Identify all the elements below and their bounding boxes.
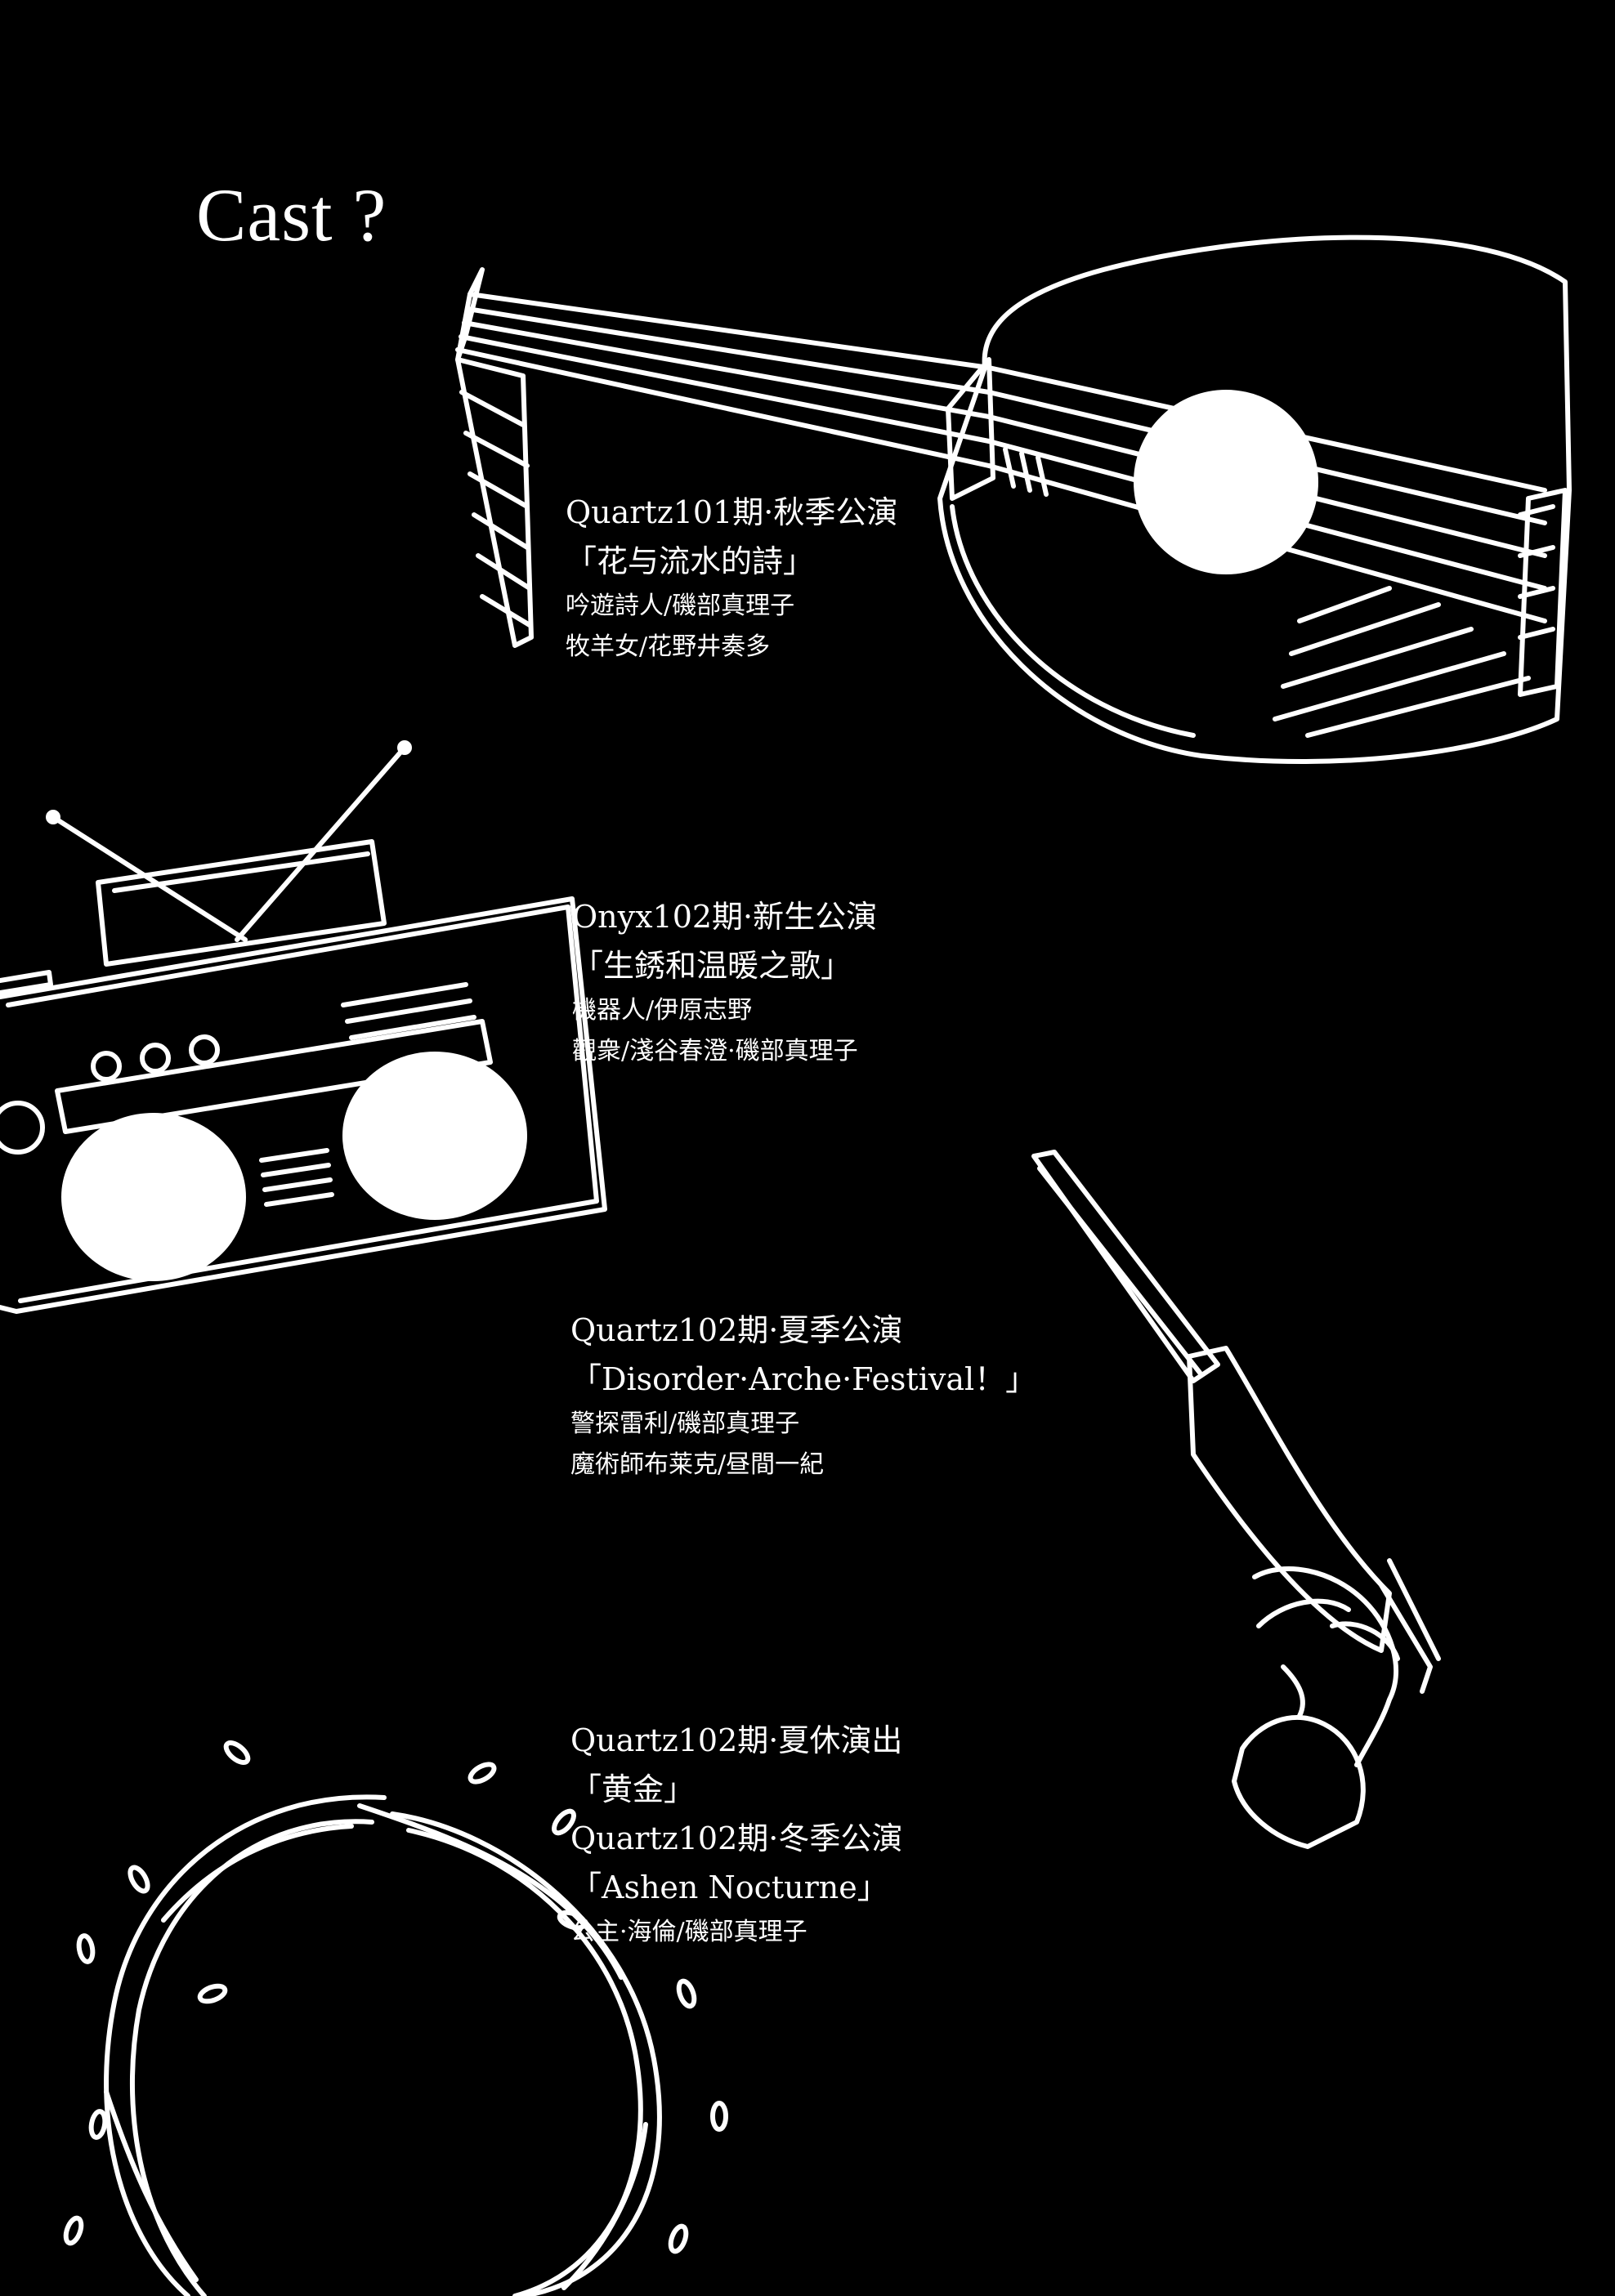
- work-title: 「黄金」: [570, 1771, 696, 1807]
- performance-title: Quartz102期·冬季公演: [570, 1820, 903, 1856]
- work-title: 「花与流水的詩」: [566, 543, 815, 579]
- performance-title: Quartz102期·夏休演出: [570, 1722, 903, 1758]
- work-title: 「Ashen Nocturne」: [570, 1869, 888, 1905]
- performance-title: Onyx102期·新生公演: [572, 899, 878, 935]
- cast-entry: 公主·海倫/磯部真理子: [570, 1918, 808, 1946]
- cast-entry: 吟遊詩人/磯部真理子: [566, 592, 795, 620]
- cast-entry: 機器人/伊原志野: [572, 996, 753, 1025]
- thorn-wreath-illustration: [63, 1740, 728, 2296]
- cast-entry: 牧羊女/花野井奏多: [566, 632, 771, 661]
- cast-entry: 警探雷利/磯部真理子: [570, 1409, 800, 1438]
- cast-block-4: Quartz102期·夏休演出 「黄金」 Quartz102期·冬季公演 「As…: [570, 1716, 902, 1953]
- cast-block-2: Onyx102期·新生公演 「生銹和温暖之歌」 機器人/伊原志野 觀衆/淺谷春澄…: [572, 892, 877, 1072]
- cast-block-1: Quartz101期·秋季公演 「花与流水的詩」 吟遊詩人/磯部真理子 牧羊女/…: [566, 488, 897, 668]
- lute-illustration: [455, 235, 1572, 765]
- performance-title: Quartz101期·秋季公演: [566, 494, 898, 530]
- revolver-illustration: [1031, 1150, 1441, 1849]
- work-title: 「生銹和温暖之歌」: [572, 948, 852, 984]
- performance-title: Quartz102期·夏季公演: [570, 1312, 903, 1348]
- page-title: Cast ?: [196, 173, 387, 257]
- boombox-illustration: [0, 740, 607, 1314]
- cast-entry: 魔術師布莱克/昼間一紀: [570, 1450, 825, 1479]
- cast-entry: 觀衆/淺谷春澄·磯部真理子: [572, 1037, 858, 1065]
- work-title: 「Disorder·Arche·Festival！」: [570, 1361, 1037, 1397]
- cast-block-3: Quartz102期·夏季公演 「Disorder·Arche·Festival…: [570, 1306, 1036, 1485]
